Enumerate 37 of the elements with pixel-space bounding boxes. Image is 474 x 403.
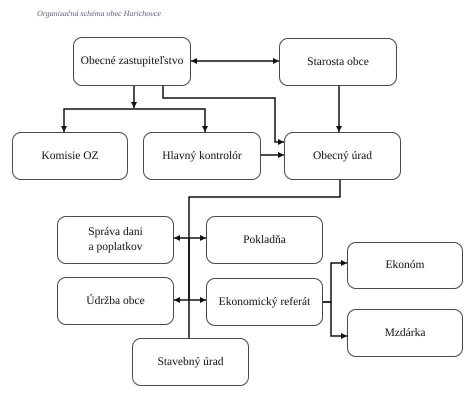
org-box [347,309,463,357]
box-label: Ekonomický referát [218,294,310,310]
box-label: Údržba obce [86,294,145,308]
box-label: Stavebný úrad [157,354,224,370]
org-box [57,216,174,264]
connector-arrow [261,152,284,158]
connector-arrow [191,58,279,64]
org-box [284,132,401,180]
org-box [132,338,249,386]
connector-arrow [189,235,206,241]
box-label: Komisie OZ [41,148,99,164]
box-label: Pokladňa [243,232,286,248]
org-box [143,132,261,180]
connector-trunk [188,180,341,238]
org-box [279,38,397,86]
org-box [206,278,323,326]
diagram-title: Organizačná schéma obec Harichovce [37,8,161,20]
box-label: Hlavný kontrolór [162,148,242,164]
org-box [347,242,463,289]
org-box [206,216,323,264]
box-label: Obecné zastupiteľstvo [80,54,184,69]
org-box [73,37,191,86]
connector-arrow [323,301,347,339]
box-label: Mzdárka [384,326,426,340]
connector-arrow [162,86,284,145]
org-box [57,277,174,325]
connector-arrow [174,235,189,241]
connector-arrow [61,108,134,132]
box-label: Ekonóm [386,258,424,273]
connector-trunk [131,86,137,108]
box-label: Správa dani a poplatkov [87,225,144,255]
connector-arrow [134,108,208,132]
connector-arrow [336,86,342,132]
box-label: Starosta obce [307,54,369,70]
org-box [12,132,128,180]
connector-line [188,238,190,338]
box-label: Obecný úrad [312,148,372,164]
